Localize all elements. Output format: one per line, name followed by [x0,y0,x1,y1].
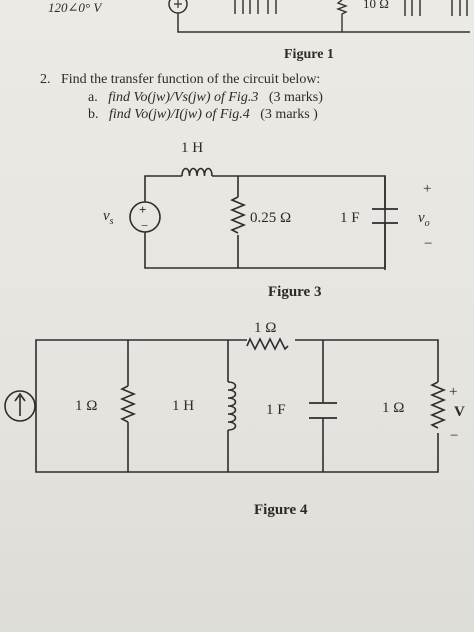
fig3-capacitor-label: 1 F [340,210,360,226]
fig4-inductor-label: 1 H [172,398,194,414]
fig4-resistor2-label: 1 Ω [382,400,404,416]
part-marks: (3 marks ) [260,107,318,122]
figure1-resistor-icon [336,0,348,32]
fig3-voltage-source-icon [129,201,161,233]
fig4-output-minus: − [450,428,458,444]
fig4-resistor1-icon [119,385,137,423]
figure3-circuit: + − vs 1 H 0.25 Ω 1 F + vo − [103,140,432,270]
fig4-output-plus: + [449,384,457,400]
figure4-caption: Figure 4 [254,502,308,518]
part-text: find Vo(jw)/Vs(jw) of Fig.3 [108,90,259,105]
fig4-top-resistor-icon [246,337,289,351]
fig3-resistor-label: 0.25 Ω [250,210,291,226]
figure1-inductor-icon [234,0,259,14]
fig3-inductor-label: 1 H [181,140,203,156]
fig3-resistor-icon [229,196,247,234]
fig4-output-label: V [454,404,465,420]
fig4-current-source-icon [4,390,36,422]
fig4-capacitor-label: 1 F [266,402,286,418]
figure1-bottom-wire [177,13,470,33]
fig3-wire-bottom [144,232,385,269]
fig3-output-minus: − [424,236,432,252]
figure1-circuit-fragment: 120∠0° V 10 Ω [48,0,470,33]
question-line: 2. Find the transfer function of the cir… [40,72,320,88]
part-marks: (3 marks) [268,90,323,105]
figure1-resistor-label: 10 Ω [363,0,389,11]
fig3-source-plus: + [139,202,146,217]
question-text: Find the transfer function of the circui… [61,72,321,87]
plus-sign-icon [174,0,182,8]
fig4-inductor-icon [227,381,237,431]
figure1-source-label: 120∠0° V [48,0,103,15]
fig4-wire-top-right [295,339,439,382]
fig4-wire-bottom [35,426,439,473]
question-number: 2. [40,72,51,87]
figure1-coil2-icon [451,0,468,16]
fig4-wire-top-left [35,339,247,386]
part-text: find Vo(jw)/I(jw) of Fig.4 [109,107,250,122]
figure1-coil-icon [404,0,421,16]
fig3-inductor-icon [181,167,213,177]
part-label: a. [88,90,98,105]
fig3-output-label: vo [418,210,430,229]
fig4-resistor2-icon [429,381,447,429]
question-part-b: b. find Vo(jw)/I(jw) of Fig.4 (3 marks ) [88,107,318,123]
fig3-wire-left-top [144,175,182,202]
question-part-a: a. find Vo(jw)/Vs(jw) of Fig.3 (3 marks) [88,90,323,106]
figure3-caption: Figure 3 [268,284,322,300]
fig4-capacitor-icon [309,402,337,419]
fig3-output-plus: + [423,181,431,197]
figure1-caption: Figure 1 [284,47,334,62]
figure1-capacitor-icon [267,0,277,14]
fig3-source-minus: − [141,218,148,233]
fig4-resistor1-label: 1 Ω [75,398,97,414]
figure4-circuit: 1 Ω 1 Ω 1 H 1 F 1 Ω + V − [4,320,465,473]
arrow-up-icon [14,392,26,416]
fig3-capacitor-icon [372,208,398,224]
fig3-source-label: vs [103,208,114,227]
part-label: b. [88,107,99,122]
fig4-top-resistor-label: 1 Ω [254,320,276,336]
